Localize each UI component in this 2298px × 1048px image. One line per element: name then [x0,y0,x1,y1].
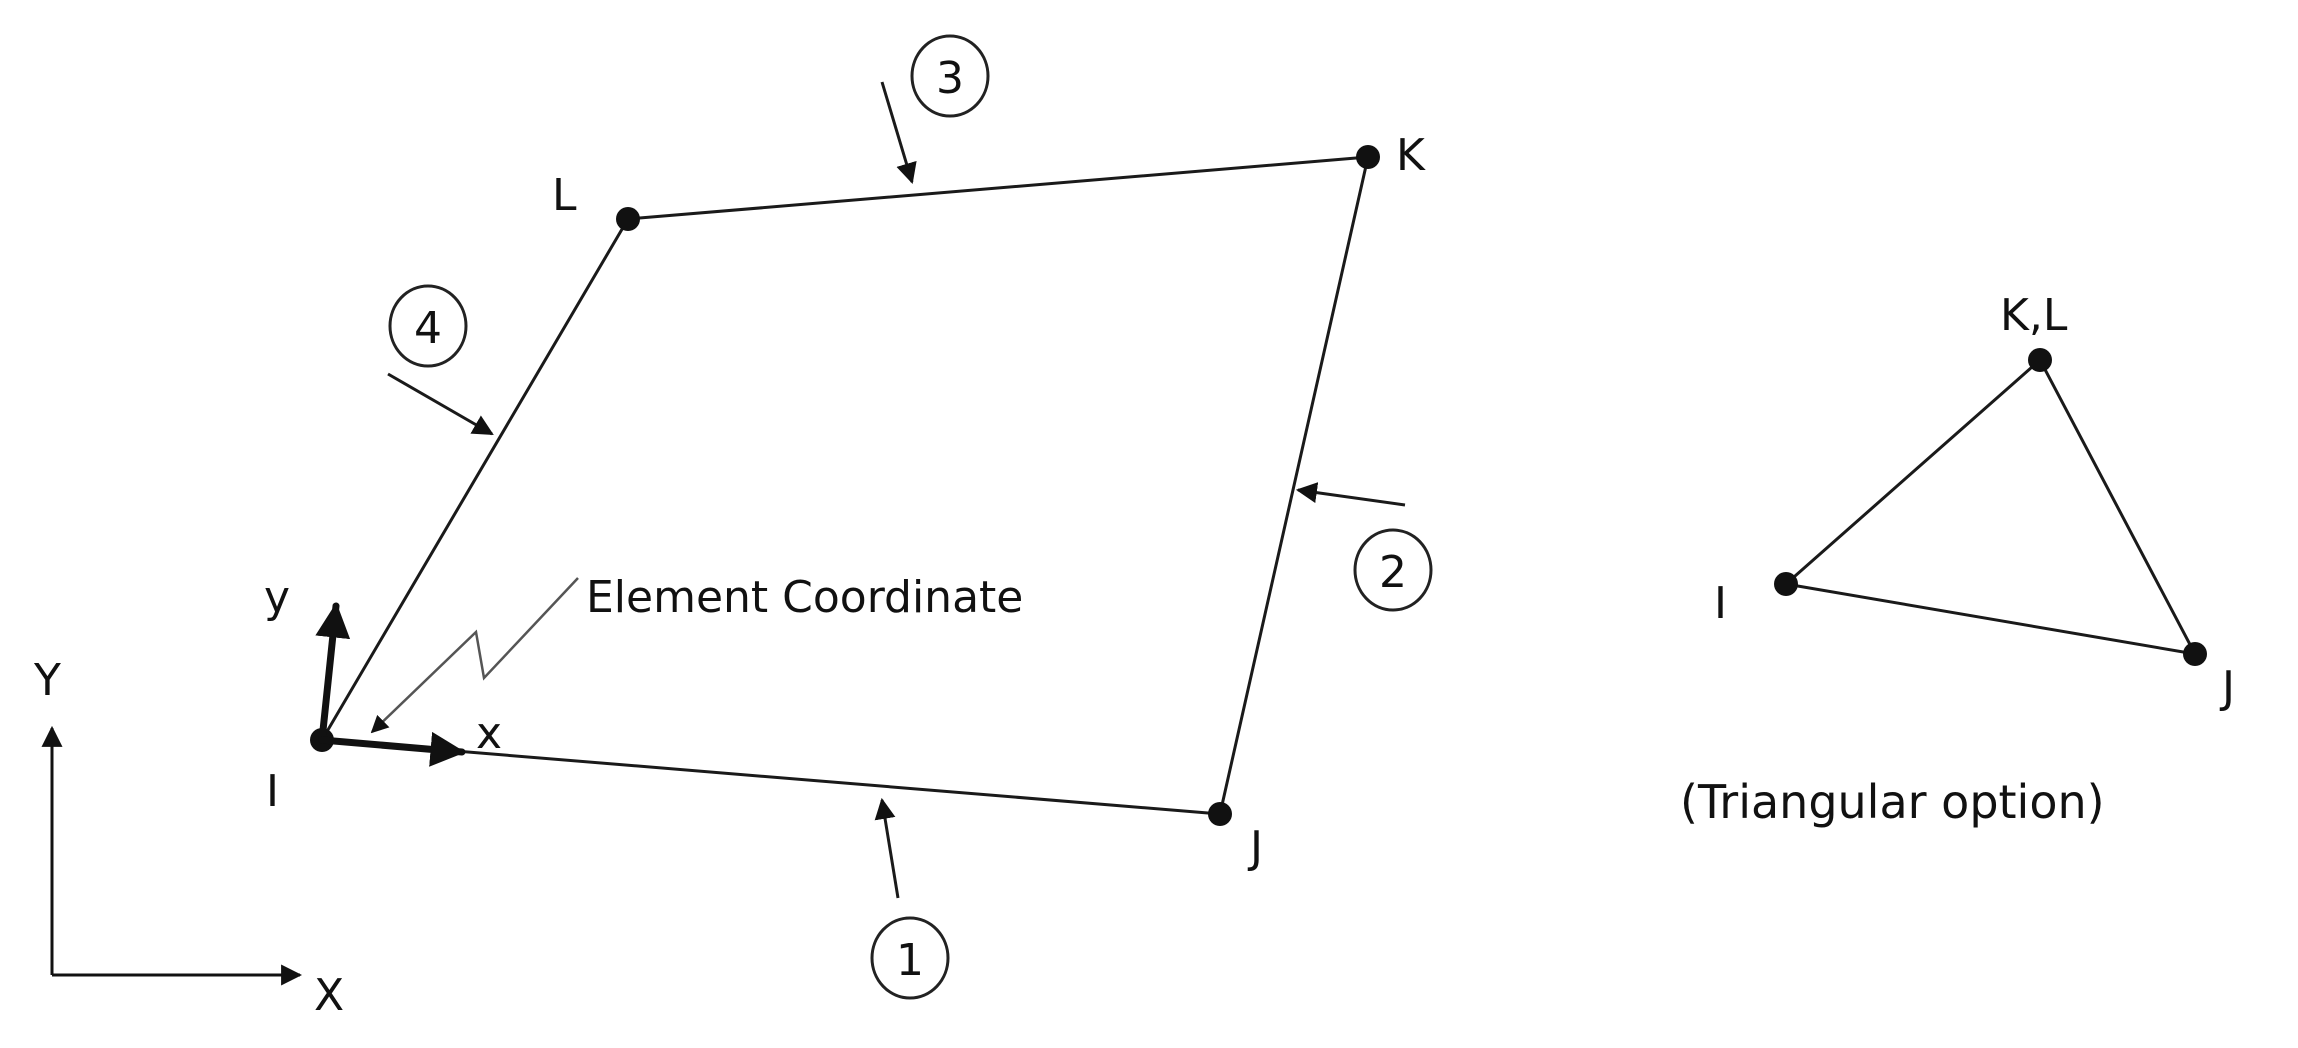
face-2: 2 [1295,482,1433,612]
quad-node-label-K: K [1396,130,1426,181]
quad-node-label-L: L [552,170,577,221]
tri-edge-JKL [2038,358,2197,656]
local-x-label: x [476,708,502,759]
face-4-circle [388,284,468,368]
element-coordinate: y x Element Coordinate [264,572,1023,767]
tri-node-label-KL: K,L [2000,290,2068,341]
quad-node-J [1208,802,1232,826]
global-axes: Y X [33,655,344,1021]
quad-edge-JK [1218,155,1370,816]
local-x-axis [318,731,466,767]
face-2-circle [1353,528,1433,612]
face-3-arrow [880,81,917,185]
face-4-arrow [387,372,494,436]
quad-node-label-J: J [1247,822,1263,873]
face-1-label: 1 [896,935,924,986]
global-x-label: X [314,970,344,1021]
face-3-circle [910,34,990,118]
face-4-label: 4 [414,303,442,354]
triangle-caption: (Triangular option) [1680,775,2105,829]
face-3: 3 [880,34,990,185]
tri-node-KL [2028,348,2052,372]
quad-edge-KL [626,155,1370,221]
face-2-arrow [1295,482,1406,507]
quad-node-K [1356,145,1380,169]
face-1: 1 [870,797,950,1000]
global-y-label: Y [33,655,61,706]
quad-edge-LI [320,217,630,742]
face-3-label: 3 [936,53,964,104]
quad-element: I J K L [266,130,1426,873]
tri-edge-KLI [1784,358,2042,586]
tri-node-I [1774,572,1798,596]
element-coordinate-label: Element Coordinate [586,572,1023,623]
quad-edge-IJ [320,738,1222,816]
local-y-label: y [264,572,290,623]
tri-node-label-I: I [1714,578,1727,629]
quad-node-L [616,207,640,231]
tri-edge-IJ [1784,582,2197,656]
face-1-circle [870,916,950,1000]
face-1-arrow [874,797,900,899]
triangle-element: I J K,L (Triangular option) [1680,290,2235,829]
element-coordinate-leader [370,577,579,734]
tri-node-J [2183,642,2207,666]
quad-node-label-I: I [266,766,279,817]
face-4: 4 [387,284,494,436]
face-2-label: 2 [1379,547,1407,598]
tri-node-label-J: J [2219,662,2235,713]
local-y-axis [315,602,351,744]
